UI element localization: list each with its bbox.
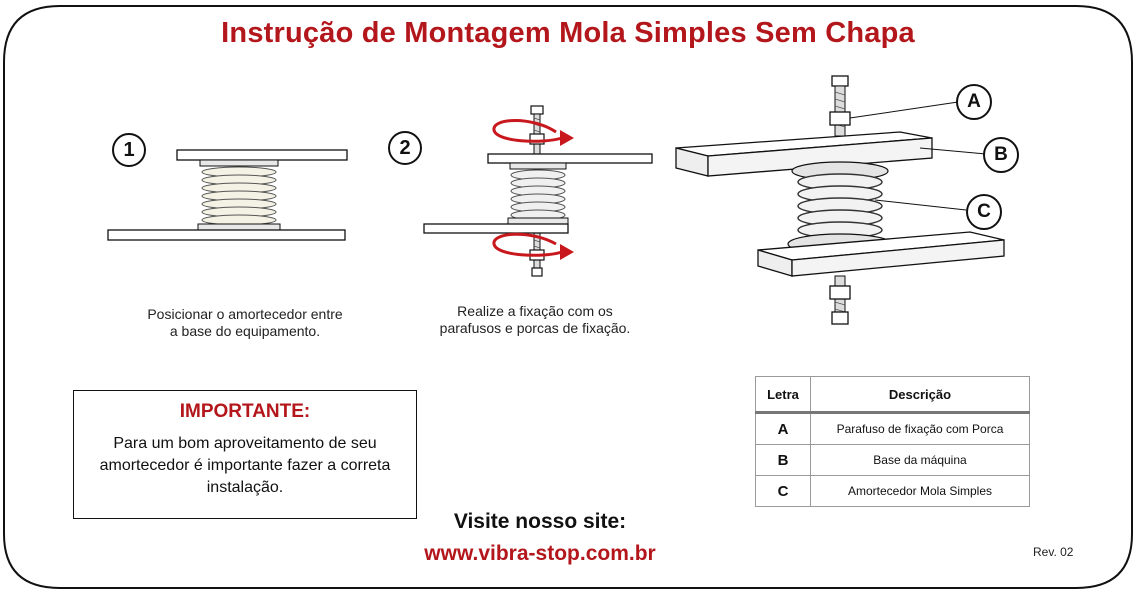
step-2-caption-line-2: parafusos e porcas de fixação. xyxy=(439,320,631,336)
step-2-illustration xyxy=(423,105,653,277)
legend-description: Base da máquina xyxy=(810,444,1030,476)
step-2-caption: Realize a fixação com os parafusos e por… xyxy=(410,303,660,337)
page-title: Instrução de Montagem Mola Simples Sem C… xyxy=(221,17,915,49)
website-link[interactable]: www.vibra-stop.com.br xyxy=(424,542,656,565)
step-1-caption: Posicionar o amortecedor entre a base do… xyxy=(110,306,380,340)
callout-a: A xyxy=(956,84,992,120)
important-notice-box: IMPORTANTE: Para um bom aproveitamento d… xyxy=(73,390,417,519)
legend-table: Letra Descrição A Parafuso de fixação co… xyxy=(755,376,1030,507)
step-1-caption-line-2: a base do equipamento. xyxy=(169,323,321,339)
table-row: B Base da máquina xyxy=(755,444,1030,476)
step-1-illustration xyxy=(107,149,348,241)
revision-label: Rev. 02 xyxy=(1033,545,1074,559)
callout-b: B xyxy=(983,137,1019,173)
visit-site-label: Visite nosso site: xyxy=(453,510,627,533)
callout-c: C xyxy=(966,194,1002,230)
legend-header-letter: Letra xyxy=(755,376,811,414)
table-row: A Parafuso de fixação com Porca xyxy=(755,412,1030,445)
important-body: Para um bom aproveitamento de seu amorte… xyxy=(99,435,391,496)
step-1-caption-line-1: Posicionar o amortecedor entre xyxy=(147,306,343,322)
legend-letter: C xyxy=(755,475,811,507)
step-1-number: 1 xyxy=(112,133,146,167)
table-row: C Amortecedor Mola Simples xyxy=(755,475,1030,507)
step-2-caption-line-1: Realize a fixação com os xyxy=(457,303,613,319)
legend-description: Parafuso de fixação com Porca xyxy=(810,412,1030,445)
important-heading: IMPORTANTE: xyxy=(179,401,311,422)
legend-header-row: Letra Descrição xyxy=(755,376,1030,414)
step-2-number: 2 xyxy=(388,131,422,165)
legend-description: Amortecedor Mola Simples xyxy=(810,475,1030,507)
legend-letter: B xyxy=(755,444,811,476)
legend-letter: A xyxy=(755,412,811,445)
assembly-illustration xyxy=(675,75,1005,325)
legend-header-description: Descrição xyxy=(810,376,1030,414)
